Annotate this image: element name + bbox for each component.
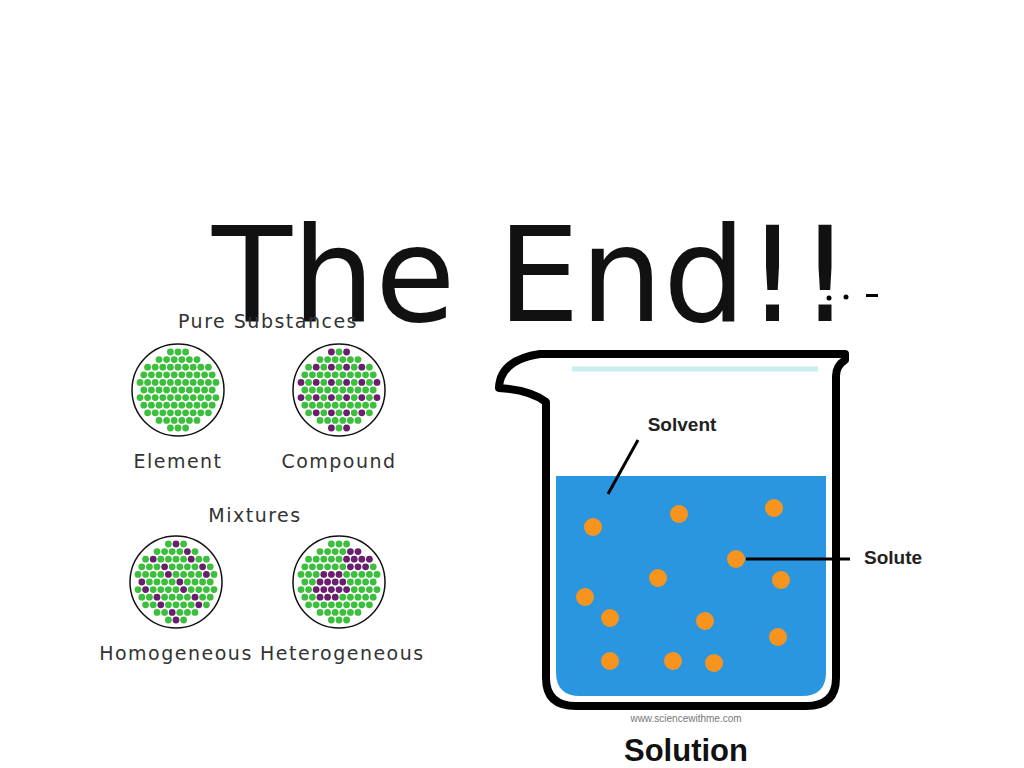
particle-circle: Heterogeneous — [260, 534, 418, 664]
solute-particle — [769, 628, 787, 646]
solute-particle — [664, 652, 682, 670]
solute-particle — [696, 612, 714, 630]
particle-model — [128, 534, 224, 630]
particle-circle: Homogeneous — [97, 534, 255, 664]
solute-particle — [705, 654, 723, 672]
circle-label: Element — [99, 450, 257, 472]
particle-model — [130, 342, 226, 438]
solute-particle — [649, 569, 667, 587]
solute-particles — [576, 499, 790, 672]
part-label: Solvent — [648, 414, 717, 436]
particle-circle: Compound — [260, 342, 418, 472]
water-line — [572, 367, 818, 372]
solute-particle — [772, 571, 790, 589]
water — [556, 476, 826, 696]
solute-particle — [576, 588, 594, 606]
solute-particle — [584, 518, 602, 536]
beaker-caption: Solution — [624, 733, 748, 768]
solute-particle — [601, 652, 619, 670]
leader-line — [608, 440, 638, 494]
particle-circle: Element — [99, 342, 257, 472]
watermark: www.sciencewithme.com — [630, 713, 741, 725]
leader-line — [746, 558, 850, 561]
solute-particle — [601, 609, 619, 627]
solute-particle — [727, 550, 745, 568]
group-heading: Pure Substances — [178, 311, 358, 333]
beaker-outline — [499, 354, 845, 706]
solute-particle — [765, 499, 783, 517]
circle-label: Homogeneous — [97, 642, 255, 664]
circle-label: Compound — [260, 450, 418, 472]
particle-model — [291, 342, 387, 438]
circle-label: Heterogeneous — [260, 642, 418, 664]
solute-particle — [670, 505, 688, 523]
part-label: Solute — [864, 547, 922, 569]
particle-model — [291, 534, 387, 630]
group-heading: Mixtures — [208, 505, 301, 527]
